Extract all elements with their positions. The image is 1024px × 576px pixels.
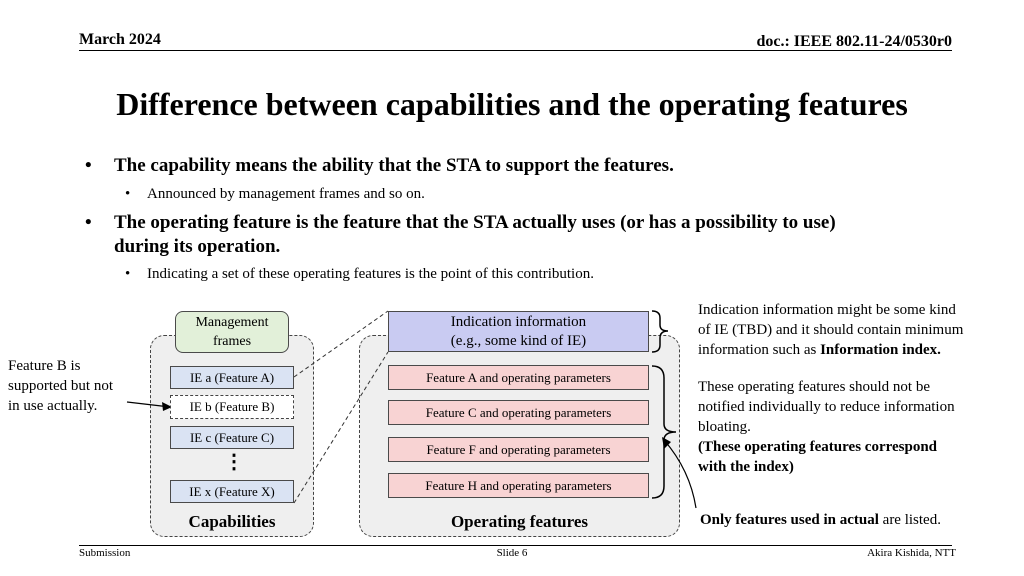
bullet-marker: •	[125, 186, 131, 202]
bullet-marker: •	[85, 155, 92, 176]
indication-info-line1: Indication information	[450, 313, 587, 330]
feature-b-note: Feature B is supported but not in use ac…	[8, 356, 113, 416]
indication-note-line1: Indication information might be some kin…	[698, 302, 956, 318]
listed-note: Only features used in actual are listed.	[700, 510, 941, 530]
operating-features-label: Operating features	[450, 512, 589, 531]
footer-divider	[79, 545, 952, 546]
bullet-list: • The capability means the ability that …	[85, 155, 836, 282]
feature-c-box: Feature C and operating parameters	[388, 400, 649, 425]
indication-note-line3: information such as Information index.	[698, 342, 941, 358]
mapping-line-top	[293, 310, 389, 378]
capabilities-label: Capabilities	[188, 512, 276, 531]
bullet-2-text-line1: The operating feature is the feature tha…	[114, 212, 836, 233]
management-frames-box: Management frames	[175, 311, 289, 353]
feature-b-note-line1: Feature B is	[8, 358, 81, 374]
operating-note: These operating features should not be n…	[698, 377, 955, 477]
operating-note-line1: These operating features should not be	[698, 379, 931, 395]
listed-note-plain: are listed.	[878, 512, 941, 528]
bullet-1-sub-text: Announced by management frames and so on…	[147, 186, 425, 202]
slide-title: Difference between capabilities and the …	[116, 86, 908, 122]
footer-submission: Submission	[79, 547, 131, 559]
listed-arrowhead	[662, 437, 671, 449]
feature-b-note-line2: supported but not	[8, 378, 113, 394]
indication-info-box: Indication information (e.g., some kind …	[388, 311, 649, 352]
information-index-text: Information index.	[820, 342, 941, 358]
ie-x-box: IE x (Feature X)	[170, 480, 294, 503]
bullet-marker: •	[85, 212, 92, 233]
indication-brace	[651, 310, 669, 353]
management-frames-line2: frames	[212, 334, 252, 349]
listed-arrow	[663, 439, 697, 509]
ie-c-box: IE c (Feature C)	[170, 426, 294, 449]
mapping-line-bottom	[293, 351, 389, 504]
features-brace	[651, 365, 677, 499]
footer-slide-number: Slide 6	[496, 547, 528, 559]
feature-a-box: Feature A and operating parameters	[388, 365, 649, 390]
operating-note-line4: (These operating features correspond	[698, 439, 938, 455]
footer-author: Akira Kishida, NTT	[867, 547, 956, 559]
header-date: March 2024	[79, 31, 161, 48]
feature-h-box: Feature H and operating parameters	[388, 473, 649, 498]
ellipsis: ⋮	[224, 451, 244, 473]
bullet-2-sub-text: Indicating a set of these operating feat…	[147, 266, 594, 282]
indication-note-line2: of IE (TBD) and it should contain minimu…	[698, 322, 964, 338]
feature-b-arrowhead	[162, 402, 172, 411]
indication-note: Indication information might be some kin…	[698, 300, 963, 360]
operating-note-line3: bloating.	[698, 419, 751, 435]
header-doc-id: doc.: IEEE 802.11-24/0530r0	[756, 33, 952, 50]
ie-a-box: IE a (Feature A)	[170, 366, 294, 389]
operating-note-line2: notified individually to reduce informat…	[698, 399, 955, 415]
feature-b-note-line3: in use actually.	[8, 398, 98, 414]
operating-note-line5: with the index)	[698, 459, 794, 475]
bullet-1-text: The capability means the ability that th…	[114, 155, 674, 176]
ie-b-box: IE b (Feature B)	[170, 395, 294, 419]
bullet-2-text-line2: during its operation.	[114, 236, 281, 257]
indication-info-line2: (e.g., some kind of IE)	[450, 332, 587, 349]
header-divider	[79, 50, 952, 51]
management-frames-line1: Management	[195, 315, 269, 330]
listed-note-bold: Only features used in actual	[700, 512, 879, 528]
bullet-marker: •	[125, 266, 131, 282]
feature-f-box: Feature F and operating parameters	[388, 437, 649, 462]
